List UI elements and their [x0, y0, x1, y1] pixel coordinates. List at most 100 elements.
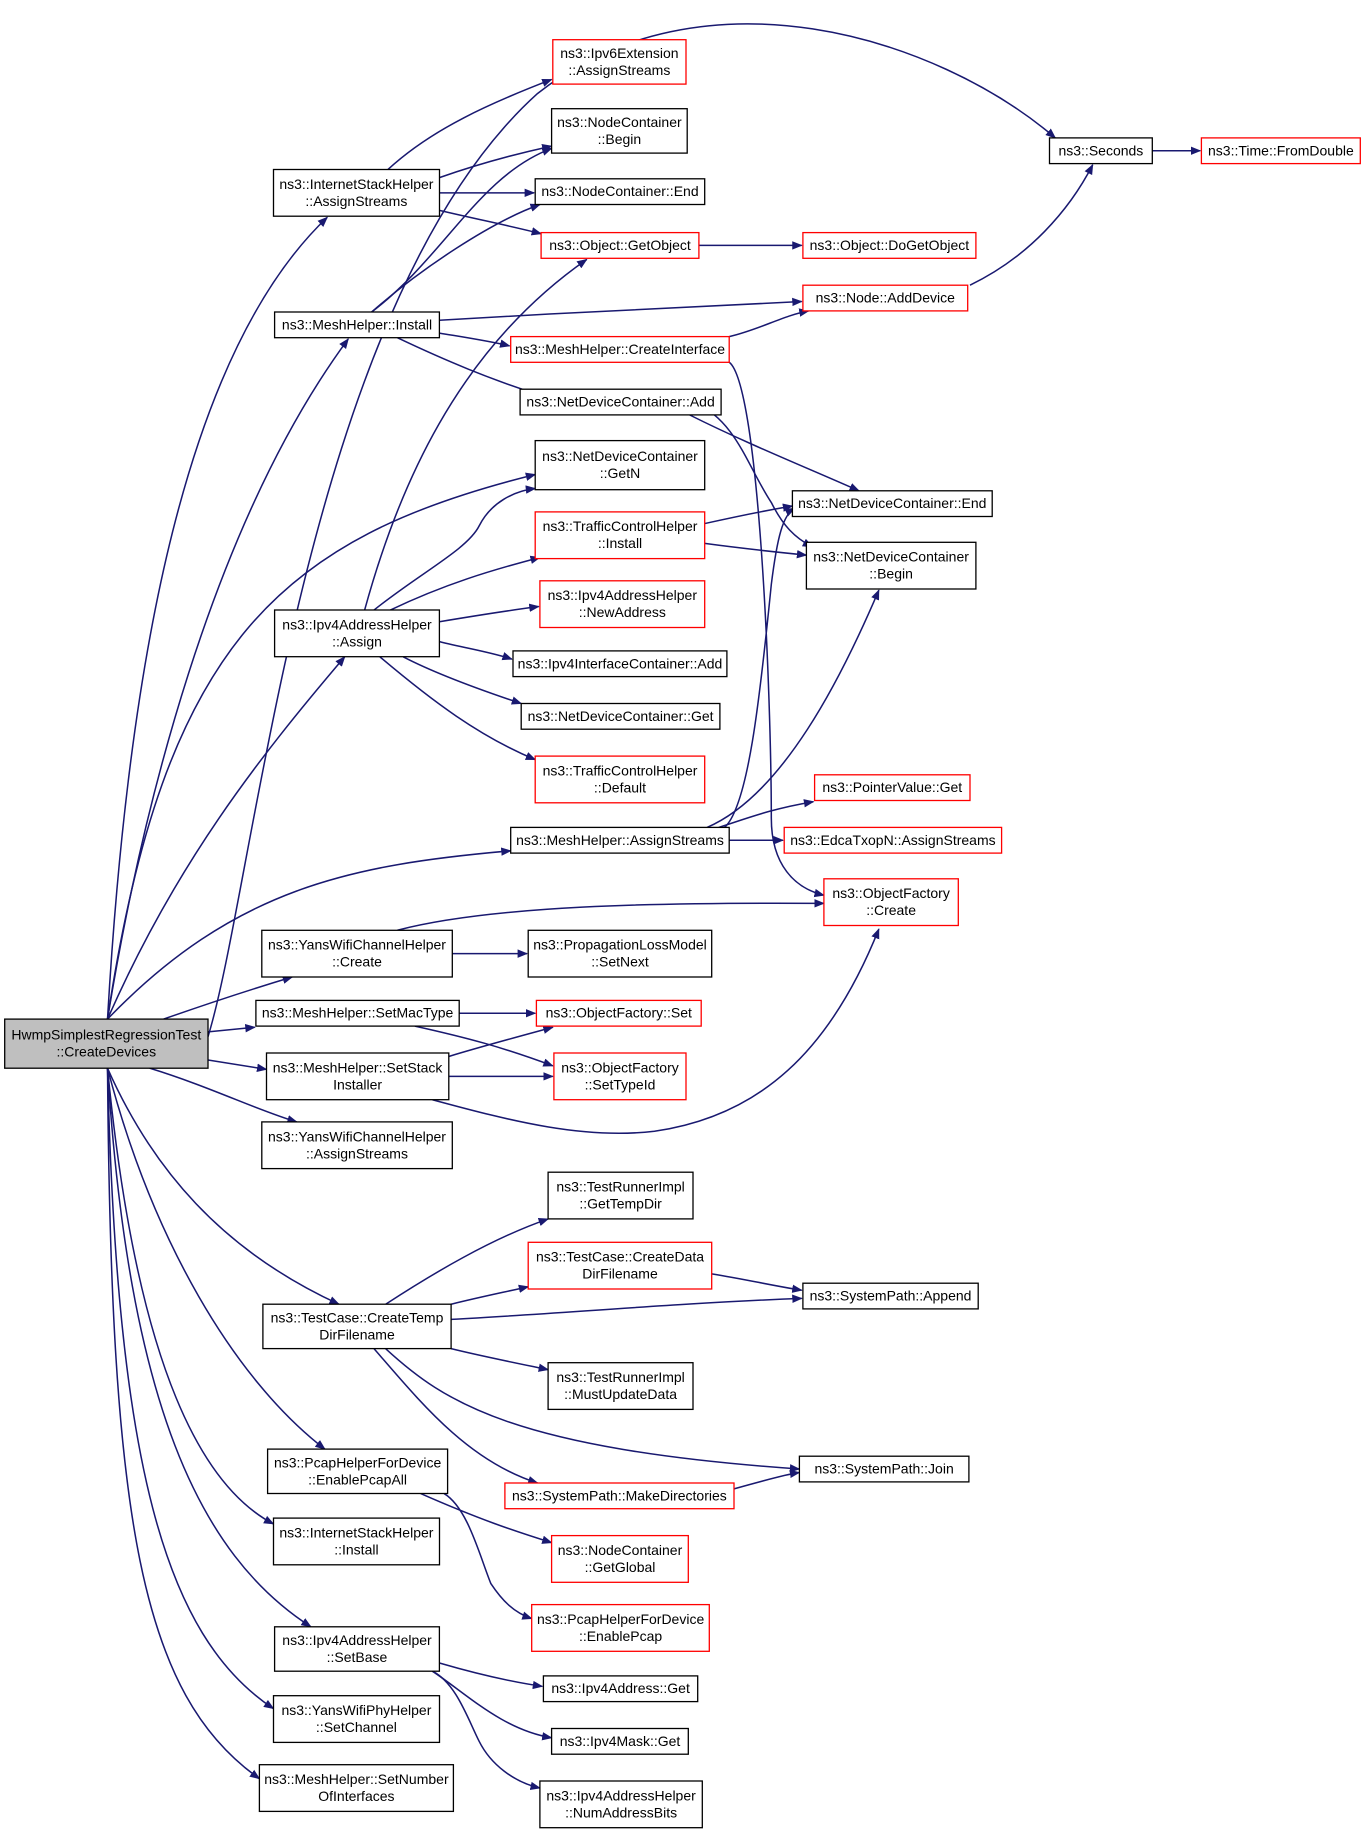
call-edge-18: [689, 414, 860, 492]
node-ipv4ic-add[interactable]: ns3::Ipv4InterfaceContainer::Add: [512, 650, 728, 678]
node-box: [265, 1052, 450, 1101]
node-phfd-enable[interactable]: ns3::PcapHelperForDevice::EnablePcap: [531, 1603, 710, 1652]
call-edge-14: [439, 332, 511, 348]
node-box: [534, 511, 706, 560]
node-tch-default[interactable]: ns3::TrafficControlHelper::Default: [534, 755, 706, 804]
call-edge-33: [718, 799, 815, 829]
node-of-set[interactable]: ns3::ObjectFactory::Set: [535, 999, 702, 1027]
call-edge-19: [695, 402, 814, 548]
node-label: ns3::YansWifiPhyHelper: [281, 1702, 431, 1718]
node-ipv4ah-assign[interactable]: ns3::Ipv4AddressHelper::Assign: [273, 609, 441, 658]
node-root[interactable]: HwmpSimplestRegressionTest::CreateDevice…: [4, 1018, 209, 1069]
node-label: ns3::ObjectFactory::Set: [546, 1005, 692, 1021]
node-ndc-add[interactable]: ns3::NetDeviceContainer::Add: [519, 388, 722, 416]
node-mesh-setmac[interactable]: ns3::MeshHelper::SetMacType: [255, 999, 460, 1027]
node-box: [520, 702, 721, 730]
call-edge-32: [706, 589, 880, 829]
node-box: [4, 1018, 209, 1069]
node-label: ::GetTempDir: [579, 1196, 662, 1212]
node-ywph-setchannel[interactable]: ns3::YansWifiPhyHelper::SetChannel: [272, 1695, 441, 1744]
node-label: ns3::Time::FromDouble: [1208, 142, 1354, 158]
node-label: ns3::Object::GetObject: [549, 237, 691, 253]
call-edge-11: [371, 203, 541, 313]
node-obj-get[interactable]: ns3::Object::GetObject: [540, 231, 700, 259]
node-ipv6ext[interactable]: ns3::Ipv6Extension::AssignStreams: [552, 39, 687, 85]
node-phfd-enableall[interactable]: ns3::PcapHelperForDevice::EnablePcapAll: [266, 1448, 449, 1495]
node-box: [273, 1626, 441, 1672]
node-of-settypeid[interactable]: ns3::ObjectFactory::SetTypeId: [553, 1052, 687, 1101]
node-mesh-create-if[interactable]: ns3::MeshHelper::CreateInterface: [510, 335, 730, 363]
node-nc-getglobal[interactable]: ns3::NodeContainer::GetGlobal: [550, 1534, 689, 1583]
node-ndc-getn[interactable]: ns3::NetDeviceContainer::GetN: [534, 439, 706, 491]
node-ywch-assign[interactable]: ns3::YansWifiChannelHelper::AssignStream…: [261, 1121, 453, 1170]
node-ipv4ah-setbase[interactable]: ns3::Ipv4AddressHelper::SetBase: [273, 1626, 441, 1672]
node-plm-setnext[interactable]: ns3::PropagationLossModel::SetNext: [527, 929, 713, 978]
call-edge-63: [432, 1670, 541, 1791]
node-ptr-get[interactable]: ns3::PointerValue::Get: [813, 774, 971, 802]
node-ipv4mask-get[interactable]: ns3::Ipv4Mask::Get: [550, 1727, 689, 1755]
node-node-add[interactable]: ns3::Node::AddDevice: [802, 284, 969, 312]
node-nc-begin[interactable]: ns3::NodeContainer::Begin: [550, 108, 688, 154]
node-mesh-assign[interactable]: ns3::MeshHelper::AssignStreams: [510, 826, 730, 854]
node-label: ns3::TestCase::CreateData: [536, 1249, 704, 1265]
node-ndc-end[interactable]: ns3::NetDeviceContainer::End: [791, 490, 993, 518]
node-box: [547, 1171, 694, 1220]
node-box: [802, 284, 969, 312]
node-of-create[interactable]: ns3::ObjectFactory::Create: [823, 878, 959, 927]
node-box: [553, 1052, 687, 1101]
call-edge-8: [439, 209, 543, 236]
node-label: ns3::ObjectFactory: [832, 885, 950, 901]
call-edge-59: [106, 1068, 275, 1525]
node-ish-install[interactable]: ns3::InternetStackHelper::Install: [272, 1517, 441, 1566]
node-seconds[interactable]: ns3::Seconds: [1048, 137, 1153, 165]
call-edge-45: [432, 928, 880, 1135]
node-box: [519, 388, 722, 416]
call-nodes: HwmpSimplestRegressionTest::CreateDevice…: [4, 39, 1361, 1829]
node-sp-makedirs[interactable]: ns3::SystemPath::MakeDirectories: [504, 1482, 735, 1510]
node-ywch-create[interactable]: ns3::YansWifiChannelHelper::Create: [261, 929, 453, 978]
node-tch-install[interactable]: ns3::TrafficControlHelper::Install: [534, 511, 706, 560]
node-ndc-get[interactable]: ns3::NetDeviceContainer::Get: [520, 702, 721, 730]
node-label: HwmpSimplestRegressionTest: [11, 1027, 201, 1043]
call-edge-4: [106, 216, 328, 1020]
call-edge-55: [106, 1067, 340, 1305]
node-label: ns3::NodeContainer::End: [541, 183, 698, 199]
node-edca-assign[interactable]: ns3::EdcaTxopN::AssignStreams: [783, 826, 1003, 854]
node-label: ns3::TestCase::CreateTemp: [271, 1309, 444, 1325]
node-sp-append[interactable]: ns3::SystemPath::Append: [802, 1282, 979, 1310]
node-ipv4ah-numbits[interactable]: ns3::Ipv4AddressHelper::NumAddressBits: [539, 1780, 703, 1829]
node-label: ::Default: [594, 780, 646, 796]
node-label: ns3::TrafficControlHelper: [543, 763, 698, 779]
node-box: [534, 755, 706, 804]
node-label: ns3::MeshHelper::SetNumber: [264, 1771, 449, 1787]
node-fromdouble[interactable]: ns3::Time::FromDouble: [1200, 137, 1361, 165]
node-label: ns3::TestRunnerImpl: [556, 1369, 684, 1385]
node-nc-end[interactable]: ns3::NodeContainer::End: [534, 178, 706, 206]
call-edge-22: [704, 503, 794, 525]
node-sp-join[interactable]: ns3::SystemPath::Join: [798, 1455, 970, 1483]
node-label: ::Assign: [332, 633, 382, 649]
node-box: [535, 999, 702, 1027]
node-ipv4ah-newaddr[interactable]: ns3::Ipv4AddressHelper::NewAddress: [539, 580, 706, 629]
node-obj-doget[interactable]: ns3::Object::DoGetObject: [802, 231, 977, 259]
node-tri-mustupdate[interactable]: ns3::TestRunnerImpl::MustUpdateData: [547, 1362, 694, 1411]
node-box: [802, 1282, 979, 1310]
node-label: ns3::NetDeviceContainer::End: [798, 495, 986, 511]
call-edge-56: [106, 1067, 326, 1450]
call-edge-23: [704, 542, 808, 559]
node-label: ns3::PcapHelperForDevice: [274, 1454, 442, 1470]
call-edge-25: [390, 555, 541, 611]
node-ipv4addr-get[interactable]: ns3::Ipv4Address::Get: [542, 1675, 699, 1703]
call-edge-12: [371, 147, 553, 313]
node-label: ::AssignStreams: [568, 62, 670, 78]
node-mesh-install[interactable]: ns3::MeshHelper::Install: [273, 311, 441, 339]
node-ish-assign[interactable]: ns3::InternetStackHelper::AssignStreams: [272, 168, 441, 217]
node-tri-gettemp[interactable]: ns3::TestRunnerImpl::GetTempDir: [547, 1171, 694, 1220]
node-box: [540, 231, 700, 259]
node-ndc-begin[interactable]: ns3::NetDeviceContainer::Begin: [805, 541, 977, 590]
call-edge-43: [448, 1025, 554, 1058]
